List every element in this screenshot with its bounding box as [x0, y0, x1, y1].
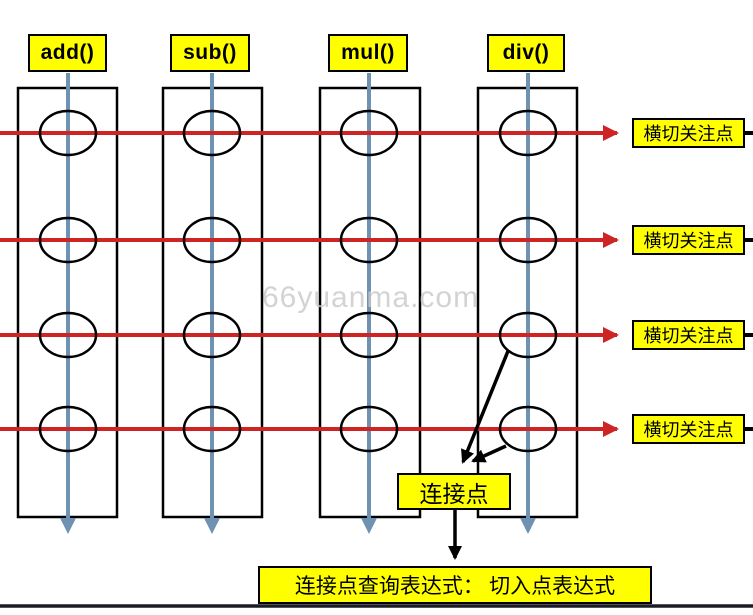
joinpoint-circle	[182, 216, 242, 264]
joinpoint-circle	[339, 216, 399, 264]
joinpoint-circle	[38, 405, 98, 453]
crosscut-label-4: 横切关注点	[632, 414, 745, 444]
crosscut-label-3: 横切关注点	[632, 320, 745, 350]
joinpoint-circle	[182, 405, 242, 453]
crosscut-label-1: 横切关注点	[632, 118, 745, 148]
method-label-add: add()	[28, 34, 107, 72]
joinpoint-label: 连接点	[397, 473, 511, 510]
joinpoint-circle	[498, 109, 558, 157]
pointcut-expression-text: 连接点查询表达式： 切入点表达式	[294, 574, 616, 598]
method-label-sub-text: sub()	[183, 41, 237, 64]
crosscut-label-1-text: 横切关注点	[643, 124, 734, 144]
joinpoint-pointer-arrow-2	[471, 444, 507, 463]
method-label-sub: sub()	[170, 34, 250, 72]
pointcut-expression-label: 连接点查询表达式： 切入点表达式	[258, 566, 652, 604]
joinpoint-circle	[182, 311, 242, 359]
joinpoint-circle	[498, 311, 558, 359]
joinpoint-circle	[38, 216, 98, 264]
joinpoint-pointer-arrow-1	[461, 350, 510, 464]
joinpoint-circles	[38, 109, 558, 453]
joinpoint-circle	[339, 311, 399, 359]
joinpoint-circle	[182, 109, 242, 157]
method-label-mul: mul()	[328, 34, 408, 72]
crosscut-label-2-text: 横切关注点	[643, 231, 734, 251]
method-label-div: div()	[487, 34, 565, 72]
joinpoint-circle	[339, 109, 399, 157]
joinpoint-circle	[498, 405, 558, 453]
crosscut-label-3-text: 横切关注点	[643, 326, 734, 346]
crosscut-label-4-text: 横切关注点	[643, 420, 734, 440]
joinpoint-circle	[498, 216, 558, 264]
joinpoint-label-text: 连接点	[419, 481, 489, 507]
joinpoint-circle	[38, 109, 98, 157]
crosscut-label-2: 横切关注点	[632, 225, 745, 255]
joinpoint-circle	[38, 311, 98, 359]
joinpoint-circle	[339, 405, 399, 453]
method-label-add-text: add()	[40, 41, 95, 64]
method-label-mul-text: mul()	[341, 41, 395, 64]
method-label-div-text: div()	[502, 41, 550, 64]
